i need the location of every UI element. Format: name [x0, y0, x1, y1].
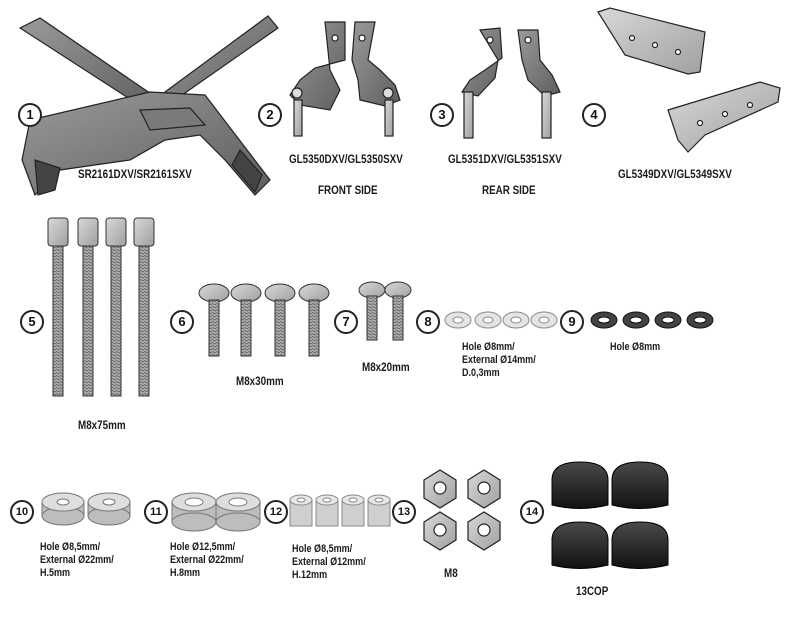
- item-number-7: 7: [334, 310, 358, 334]
- item-number-2: 2: [258, 103, 282, 127]
- item-13-label: M8: [444, 566, 458, 580]
- item-6-label: M8x30mm: [236, 374, 284, 388]
- item-3-label: GL5351DXV/GL5351SXV: [448, 152, 562, 166]
- item-14-label: 13COP: [576, 584, 609, 598]
- item-number-9: 9: [560, 310, 584, 334]
- part-5-long-bolts: [47, 217, 155, 397]
- item-number-12: 12: [264, 500, 288, 524]
- item-10-spec: Hole Ø8,5mm/ External Ø22mm/ H.5mm: [40, 541, 114, 579]
- part-9-lock-washers: [590, 311, 714, 329]
- part-8-washers: [444, 311, 558, 329]
- item-9-spec: Hole Ø8mm: [610, 341, 661, 353]
- item-number-14: 14: [520, 500, 544, 524]
- item-number-3: 3: [430, 103, 454, 127]
- part-6-bolts: [198, 283, 330, 357]
- item-8-spec: Hole Ø8mm/ External Ø14mm/ D.0,3mm: [462, 341, 536, 379]
- item-2-label: GL5350DXV/GL5350SXV: [289, 152, 403, 166]
- item-number-8: 8: [416, 310, 440, 334]
- part-10-spacers: [41, 492, 131, 526]
- item-4-label: GL5349DXV/GL5349SXV: [618, 167, 732, 181]
- item-7-label: M8x20mm: [362, 360, 410, 374]
- part-3-rear-brackets: [461, 27, 561, 139]
- item-number-11: 11: [144, 500, 168, 524]
- part-7-bolts: [358, 281, 412, 341]
- item-number-6: 6: [170, 310, 194, 334]
- item-number-5: 5: [20, 310, 44, 334]
- item-11-spec: Hole Ø12,5mm/ External Ø22mm/ H.8mm: [170, 541, 244, 579]
- item-12-spec: Hole Ø8,5mm/ External Ø12mm/ H.12mm: [292, 543, 366, 581]
- part-13-nuts: [423, 469, 501, 551]
- item-3-sublabel: REAR SIDE: [482, 183, 536, 197]
- part-14-caps: [551, 461, 669, 569]
- item-number-1: 1: [18, 103, 42, 127]
- part-11-spacers: [171, 492, 261, 532]
- item-1-label: SR2161DXV/SR2161SXV: [78, 167, 192, 181]
- part-1-frame: [18, 15, 279, 197]
- part-12-bushings: [289, 494, 391, 527]
- part-2-front-brackets: [289, 21, 401, 137]
- item-number-10: 10: [10, 500, 34, 524]
- item-2-sublabel: FRONT SIDE: [318, 183, 378, 197]
- item-number-4: 4: [582, 103, 606, 127]
- item-5-label: M8x75mm: [78, 418, 126, 432]
- part-4-plates: [597, 7, 781, 153]
- item-number-13: 13: [392, 500, 416, 524]
